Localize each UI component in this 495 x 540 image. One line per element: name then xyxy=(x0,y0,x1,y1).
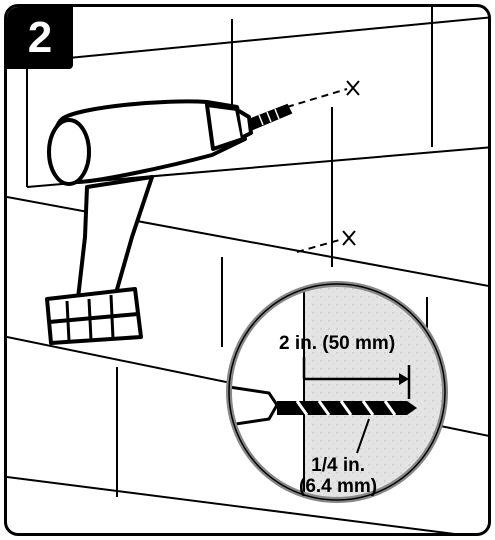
drill-path-lines xyxy=(286,88,348,253)
drill-mark-icon xyxy=(342,80,360,246)
step-number-badge: 2 xyxy=(7,7,73,69)
drill-bit xyxy=(249,103,293,131)
illustration-frame: 2 2 in. (50 mm) 1/4 in. (6.4 mm) xyxy=(4,4,491,536)
bit-diameter-mm: (6.4 mm) xyxy=(299,476,378,497)
bit-diameter-label: 1/4 in. (6.4 mm) xyxy=(299,455,377,497)
cordless-drill-icon xyxy=(45,99,253,345)
drilling-illustration xyxy=(7,7,488,533)
drill-depth-label: 2 in. (50 mm) xyxy=(279,333,396,354)
bit-diameter-inches: 1/4 in. xyxy=(311,455,365,476)
